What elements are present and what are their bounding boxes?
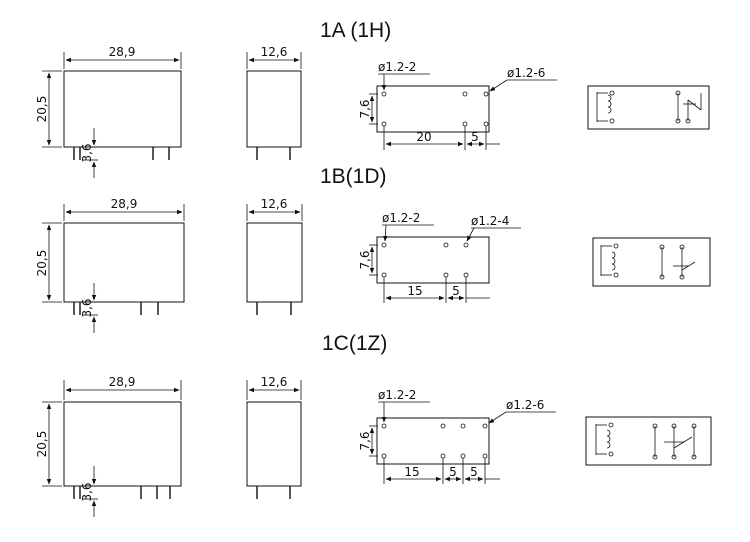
width-label: 28,9 bbox=[111, 197, 138, 211]
side-view: 12,6 bbox=[246, 197, 303, 315]
pin-length-label: 3,6 bbox=[80, 482, 94, 501]
large-hole-label: ø1.2-4 bbox=[471, 214, 509, 228]
small-hole-label: ø1.2-2 bbox=[378, 388, 416, 402]
width-label: 28,9 bbox=[109, 375, 136, 389]
depth-label: 12,6 bbox=[261, 197, 288, 211]
spacing-1-label: 15 bbox=[407, 284, 422, 298]
spacing-2-label: 5 bbox=[449, 465, 457, 479]
small-hole-label: ø1.2-2 bbox=[382, 211, 420, 225]
section-1b: 1B(1D) 28,9 20,5 3,6 12,6 bbox=[35, 165, 711, 333]
side-view: 12,6 bbox=[246, 45, 302, 160]
side-view: 12,6 bbox=[246, 375, 302, 499]
pcb-layout: 7,6 15 5 ø1.2-2 ø1.2-4 bbox=[358, 211, 521, 303]
front-view: 28,9 20,5 3,6 bbox=[35, 197, 185, 333]
spacing-3-label: 5 bbox=[470, 465, 478, 479]
pcb-layout: 7,6 15 5 5 ø1.2-2 ø1.2-6 bbox=[358, 388, 556, 484]
section-1a: 1A (1H) 28,9 20,5 3,6 1 bbox=[35, 19, 710, 178]
pcb-layout: 7,6 20 5 ø1.2-2 ø1.2-6 bbox=[358, 60, 557, 150]
front-view: 28,9 20,5 3,6 bbox=[35, 45, 182, 178]
schematic bbox=[585, 416, 712, 466]
pin-length-label: 3,6 bbox=[80, 143, 94, 162]
small-hole-label: ø1.2-2 bbox=[378, 60, 416, 74]
pin-length-label: 3,6 bbox=[80, 298, 94, 317]
width-label: 28,9 bbox=[109, 45, 136, 59]
row-spacing-label: 7,6 bbox=[358, 99, 372, 118]
front-view: 28,9 20,5 3,6 bbox=[35, 375, 182, 517]
section-1c: 1C(1Z) 28,9 20,5 3,6 12,6 bbox=[35, 332, 712, 517]
section-title: 1C(1Z) bbox=[322, 332, 387, 355]
section-title: 1A (1H) bbox=[320, 19, 391, 42]
depth-label: 12,6 bbox=[261, 45, 288, 59]
large-hole-label: ø1.2-6 bbox=[506, 398, 544, 412]
large-hole-label: ø1.2-6 bbox=[507, 66, 545, 80]
spacing-1-label: 15 bbox=[404, 465, 419, 479]
depth-label: 12,6 bbox=[261, 375, 288, 389]
height-label: 20,5 bbox=[35, 431, 49, 458]
spacing-2-label: 5 bbox=[471, 130, 479, 144]
height-label: 20,5 bbox=[35, 250, 49, 277]
spacing-1-label: 20 bbox=[416, 130, 431, 144]
height-label: 20,5 bbox=[35, 96, 49, 123]
spacing-2-label: 5 bbox=[452, 284, 460, 298]
row-spacing-label: 7,6 bbox=[358, 250, 372, 269]
section-title: 1B(1D) bbox=[320, 165, 387, 188]
schematic bbox=[592, 237, 711, 287]
schematic bbox=[587, 85, 710, 130]
row-spacing-label: 7,6 bbox=[358, 431, 372, 450]
